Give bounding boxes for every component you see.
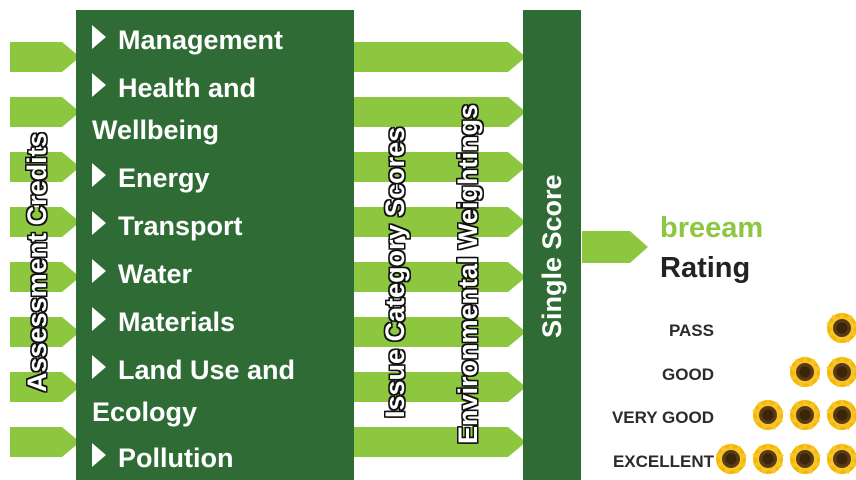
sunflower-icon	[826, 399, 856, 430]
category-land-use-ecology: Land Use and Ecology	[92, 354, 296, 427]
level-very-good: VERY GOOD	[611, 408, 714, 427]
middle-arrow	[354, 427, 526, 457]
sunflower-icon	[826, 356, 856, 387]
breeam-logo-text: breeam	[660, 212, 764, 244]
triangle-bullet-icon	[92, 162, 106, 187]
input-arrow	[10, 427, 80, 457]
middle-arrow	[354, 97, 526, 127]
category-transport: Transport	[92, 204, 243, 246]
category-management: Management	[92, 18, 283, 60]
category-pollution: Pollution	[92, 436, 233, 478]
level-good: GOOD	[662, 365, 714, 384]
middle-arrow	[354, 317, 526, 347]
sunflower-icon	[752, 443, 784, 474]
level-pass: PASS	[668, 321, 714, 340]
sunflower-icon	[789, 356, 821, 387]
middle-arrow	[354, 262, 526, 292]
rating-arrow	[582, 231, 648, 263]
single-score-box	[523, 10, 581, 480]
triangle-bullet-icon	[92, 306, 106, 331]
sunflower-icon	[789, 399, 821, 430]
assessment-credits-label: Assessment Credits	[22, 132, 52, 392]
triangle-bullet-icon	[92, 24, 106, 49]
triangle-bullet-icon	[92, 72, 106, 97]
sunflower-icon	[826, 312, 856, 343]
category-materials: Materials	[92, 300, 235, 342]
category-health-wellbeing: Health and Wellbeing	[92, 72, 257, 145]
sunflower-icon	[789, 443, 821, 474]
sunflower-icon	[715, 443, 747, 474]
middle-arrow	[354, 42, 526, 72]
input-arrow	[10, 42, 80, 72]
categories-box	[76, 10, 354, 480]
level-excellent: EXCELLENT	[612, 452, 714, 471]
category-water: Water	[92, 252, 192, 294]
sunflower-icon	[826, 443, 856, 474]
environmental-weightings-label: Environmental Weightings	[453, 103, 483, 444]
middle-arrow	[354, 207, 526, 237]
sunflower-icon	[752, 399, 784, 430]
rating-title: Rating	[660, 252, 751, 284]
middle-arrow	[354, 372, 526, 402]
single-score-label: Single Score	[537, 174, 567, 338]
middle-arrow	[354, 152, 526, 182]
issue-category-scores-label: Issue Category Scores	[380, 126, 410, 418]
triangle-bullet-icon	[92, 442, 106, 467]
category-energy: Energy	[92, 156, 210, 198]
input-arrow	[10, 97, 80, 127]
triangle-bullet-icon	[92, 258, 106, 283]
triangle-bullet-icon	[92, 354, 106, 379]
triangle-bullet-icon	[92, 210, 106, 235]
